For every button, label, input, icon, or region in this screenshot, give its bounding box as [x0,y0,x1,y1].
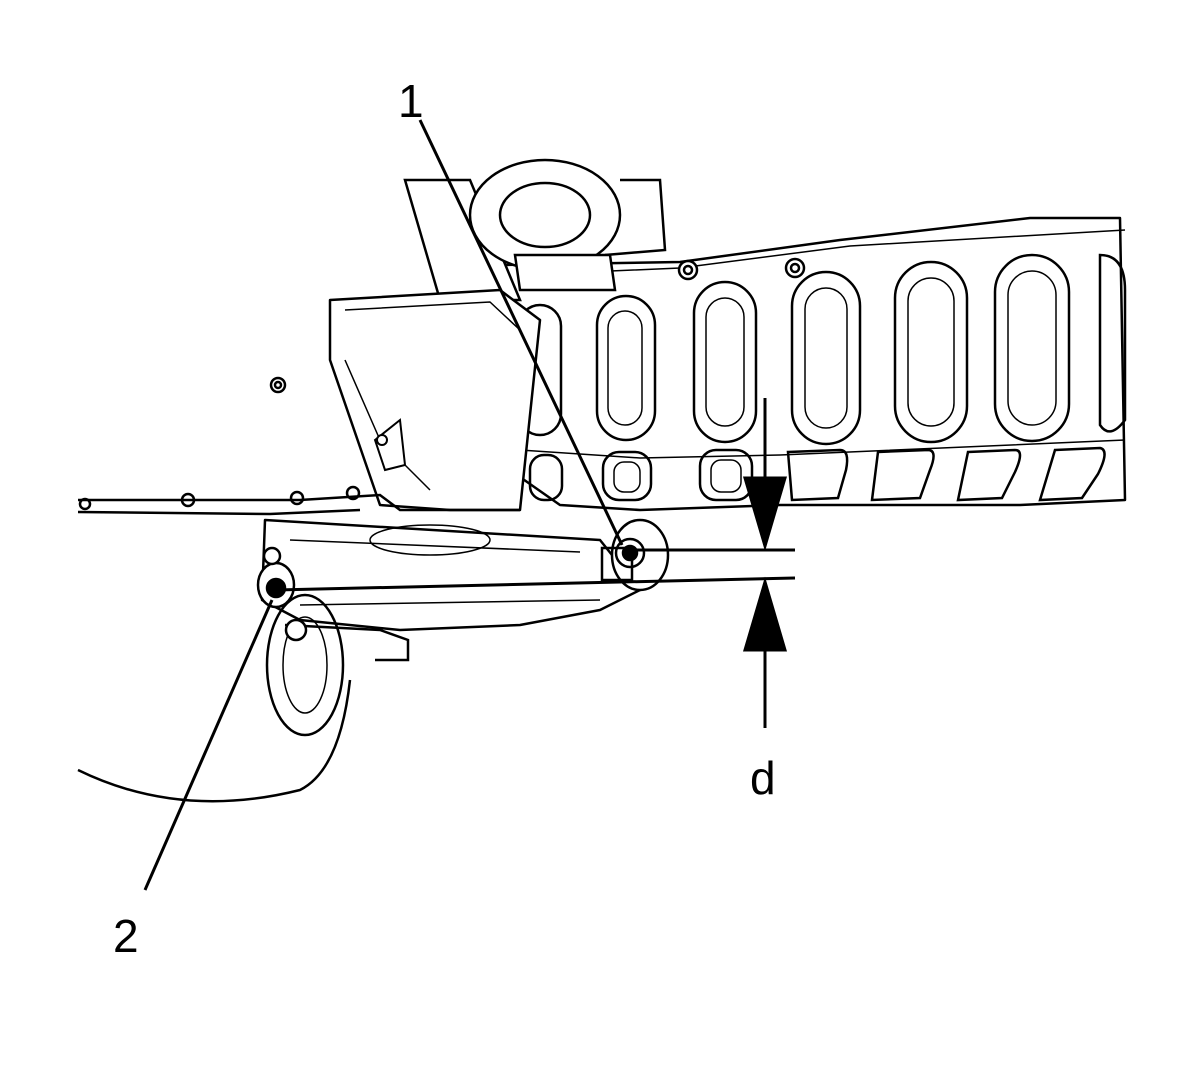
callout-d: d [750,752,776,804]
tank-bolts [677,257,806,281]
heat-shield [328,288,542,512]
leader-lines [143,119,624,891]
callout-1: 1 [398,75,424,127]
tire [77,593,410,803]
floor-pan [77,376,520,516]
measurement-lines [275,548,796,592]
dimension-d-arrows [742,398,788,728]
tank-ribs-lower [528,446,1106,502]
tank-ribs-upper [517,253,1127,446]
filler-neck [403,158,667,302]
lower-control-arm [260,518,642,632]
rear-bushing [600,518,670,592]
callout-2: 2 [113,910,139,962]
front-bushing [256,546,296,609]
shield-bracket [373,418,407,472]
